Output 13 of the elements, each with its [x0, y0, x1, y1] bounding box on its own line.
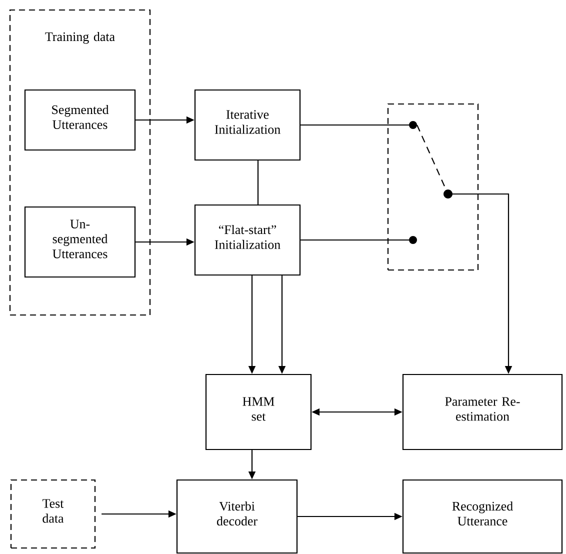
process-box: “Flat-start” Initialization — [194, 204, 301, 276]
data-box: Test data — [10, 479, 96, 549]
switch-box — [387, 103, 479, 271]
process-box: Parameter Re-estimation — [402, 374, 563, 450]
process-box: Segmented Utterances — [24, 89, 136, 151]
process-box: Iterative Initialization — [194, 89, 301, 161]
process-box: Viterbi decoder — [176, 479, 298, 554]
connector-line — [257, 160, 259, 204]
process-box: Un-segmented Utterances — [24, 206, 136, 278]
process-box: Recognized Utterance — [402, 479, 563, 554]
arrow — [300, 121, 417, 129]
process-box: HMM set — [205, 374, 312, 450]
arrow — [300, 236, 417, 244]
